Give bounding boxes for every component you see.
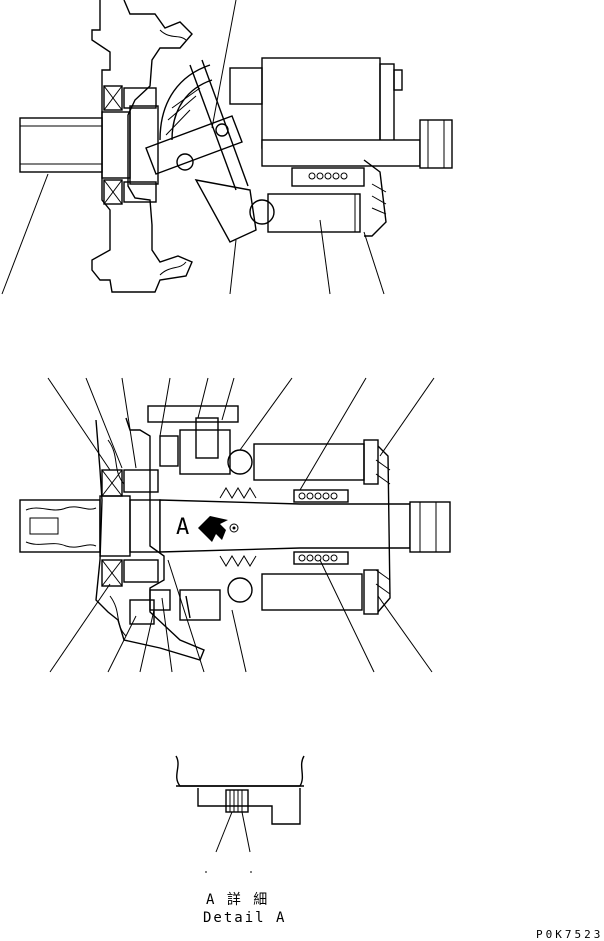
detail-caption-en: Detail A	[203, 910, 286, 926]
detail-marker-label: A	[176, 515, 189, 540]
section-arrow-icon	[198, 516, 228, 542]
middle-section-view: A	[19, 377, 451, 673]
drawing-code: P0K7523	[536, 928, 603, 941]
top-section-view	[1, 0, 453, 295]
detail-caption-jp: A 詳 細	[206, 892, 269, 908]
target-icon	[229, 523, 239, 533]
detail-a-view: A 詳 細 Detail A	[175, 755, 305, 926]
